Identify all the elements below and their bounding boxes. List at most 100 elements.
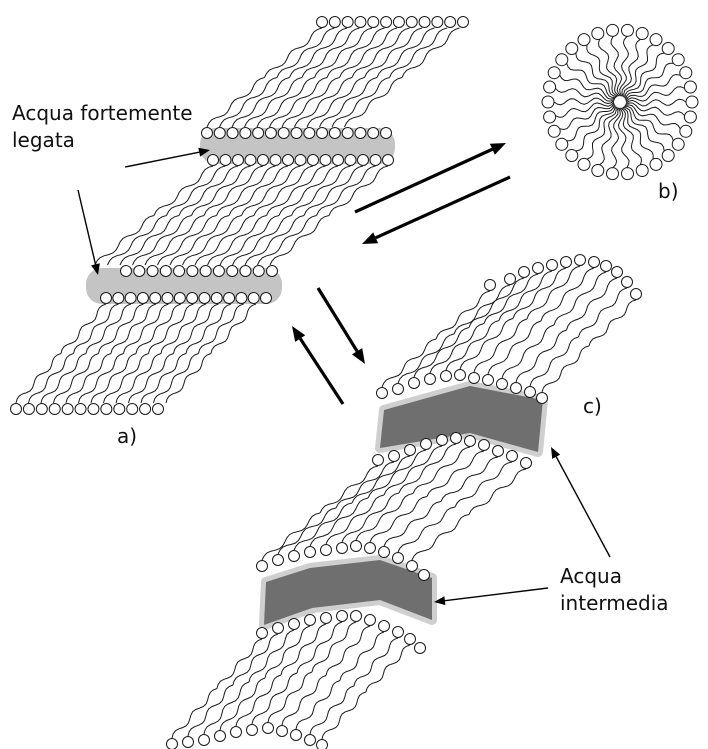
- pointer-line: [556, 457, 610, 557]
- lipid-head: [547, 260, 558, 271]
- micelle-tail: [587, 45, 619, 96]
- lipid-tail: [282, 676, 326, 726]
- lipid-head: [270, 155, 281, 166]
- arrow-head: [362, 232, 378, 244]
- lipid-head: [248, 293, 259, 304]
- lipid-head: [267, 266, 278, 277]
- lipid-head: [393, 553, 404, 564]
- intermediate-water-label-line2: intermedia: [560, 590, 669, 617]
- bound-water-label-line1: Acqua fortemente: [12, 100, 193, 127]
- lipid-tail: [186, 304, 231, 354]
- micelle-head: [622, 168, 634, 180]
- lipid-tail: [310, 686, 354, 734]
- lipid-head: [351, 611, 362, 622]
- lipid-head: [224, 293, 235, 304]
- lipid-head: [631, 289, 642, 300]
- lipid-tail: [277, 28, 335, 78]
- lipid-tail: [154, 354, 199, 404]
- micelle-head: [566, 43, 578, 55]
- micelle-head: [544, 111, 556, 123]
- lipid-tail: [86, 304, 131, 354]
- micelle-head: [607, 24, 619, 36]
- lipid-head: [211, 293, 222, 304]
- micelle-head: [556, 54, 568, 66]
- micelle-head: [544, 81, 556, 93]
- pointer-line: [78, 190, 95, 264]
- lipid-head: [409, 378, 420, 389]
- lipid-head: [75, 404, 86, 415]
- lipid-tail: [207, 78, 265, 128]
- micelle-tail: [626, 63, 674, 100]
- lipid-tail: [66, 354, 111, 404]
- lipid-head: [258, 155, 269, 166]
- micelle-head: [592, 165, 604, 177]
- lipid-head: [415, 643, 426, 654]
- lipid-head: [525, 387, 536, 398]
- lipid-head: [483, 375, 494, 386]
- lipid-head: [220, 155, 231, 166]
- lipid-tail: [295, 78, 353, 128]
- lipid-head: [521, 458, 532, 469]
- micelle-head: [672, 138, 684, 150]
- lipid-tail: [342, 493, 399, 542]
- micelle-tail: [626, 75, 680, 102]
- lipid-head: [305, 615, 316, 626]
- lipid-tail: [446, 321, 499, 371]
- lipid-tail: [199, 304, 244, 354]
- lipid-head: [227, 266, 238, 277]
- pointer-intermediate-water-lower: [434, 588, 548, 605]
- lipid-tail: [220, 78, 278, 128]
- lipid-head: [36, 404, 47, 415]
- lipid-head: [368, 128, 379, 139]
- micelle-head: [662, 43, 674, 55]
- micelle-head: [592, 28, 604, 40]
- lipid-head: [240, 266, 251, 277]
- lipid-head: [432, 17, 443, 28]
- lipid-head: [140, 404, 151, 415]
- intermediate-water-label: Acqua intermedia: [560, 563, 669, 617]
- lipid-head: [365, 543, 376, 554]
- lipid-head: [458, 17, 469, 28]
- lipid-head: [505, 274, 516, 285]
- lipid-head: [317, 740, 328, 749]
- lipid-head: [575, 255, 586, 266]
- arrow-to-phase-c: [318, 288, 365, 364]
- lipid-head: [183, 737, 194, 748]
- micelle-head: [684, 81, 696, 93]
- lipid-tail: [74, 304, 119, 354]
- lipid-head: [289, 551, 300, 562]
- lipid-head: [208, 155, 219, 166]
- lipid-tail: [589, 300, 636, 346]
- panel-a-label: a): [117, 423, 137, 450]
- micelle-head: [686, 96, 698, 108]
- lipid-head: [321, 545, 332, 556]
- lipid-tail: [99, 304, 144, 354]
- lipid-head: [365, 615, 376, 626]
- lipid-head: [405, 445, 416, 456]
- lipid-head: [113, 293, 124, 304]
- lipid-head: [233, 155, 244, 166]
- lipid-head: [320, 155, 331, 166]
- lipid-head: [425, 374, 436, 385]
- micelle-head: [680, 125, 692, 137]
- lipid-head: [273, 555, 284, 566]
- lipid-head: [393, 384, 404, 395]
- lipid-tail: [270, 216, 329, 266]
- lipid-tail: [567, 278, 618, 330]
- micelle-head: [607, 168, 619, 180]
- lipid-head: [150, 293, 161, 304]
- lipid-tail: [136, 304, 181, 354]
- lipid-head: [469, 373, 480, 384]
- micelle-head: [636, 28, 648, 40]
- lipid-head: [114, 404, 125, 415]
- lipid-head: [273, 623, 284, 634]
- lipid-head: [295, 155, 306, 166]
- lipid-head: [227, 128, 238, 139]
- lipid-tail: [172, 689, 217, 739]
- bound-water-label-line2: legata: [12, 127, 193, 154]
- micelle-head: [662, 150, 674, 162]
- lipid-tail: [174, 304, 219, 354]
- lipid-head: [214, 128, 225, 139]
- lipid-tail: [402, 28, 460, 78]
- lipid-tail: [282, 78, 340, 128]
